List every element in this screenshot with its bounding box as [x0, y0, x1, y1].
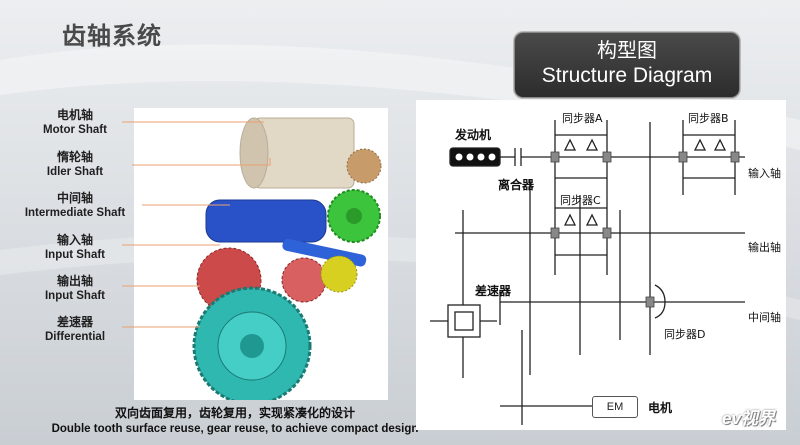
engine-label: 发动机 [455, 128, 492, 142]
gear-shaft-illustration [192, 117, 382, 406]
label-differential: 差速器 Differential [44, 315, 106, 343]
motor-label: 电机 [648, 401, 673, 415]
sync-a-label: 同步器A [562, 112, 603, 125]
structure-diagram-header: 构型图 Structure Diagram [514, 32, 740, 98]
label-input-shaft: 输入轴 Input Shaft [44, 233, 106, 261]
slide-title: 齿轴系统 [62, 22, 162, 50]
caption-chinese: 双向齿面复用，齿轮复用，实现紧凑化的设计 [114, 406, 355, 420]
header-chinese: 构型图 [597, 38, 657, 62]
label-motor-shaft: 电机轴 Motor Shaft [43, 108, 107, 136]
sync-b-label: 同步器B [688, 112, 729, 125]
em-box: EM [592, 396, 638, 418]
header-english: Structure Diagram [541, 64, 713, 87]
intermediate-shaft-label: 中间轴 [748, 311, 781, 324]
input-shaft-label: 输入轴 [748, 167, 781, 180]
gear-shaft-render [134, 108, 388, 406]
watermark-logo: ev视界 [722, 409, 775, 428]
differential-label: 差速器 [475, 284, 512, 298]
sync-d-label: 同步器D [664, 328, 706, 341]
output-shaft-label: 输出轴 [748, 241, 781, 254]
caption-english: Double tooth surface reuse, gear reuse, … [51, 423, 419, 435]
label-output-shaft: 输出轴 Input Shaft [44, 274, 106, 302]
sync-c-label: 同步器C [560, 194, 601, 207]
label-intermediate-shaft: 中间轴 Intermediate Shaft [24, 191, 126, 219]
clutch-label: 离合器 [498, 178, 535, 192]
label-idler-shaft: 惰轮轴 Idler Shaft [46, 150, 104, 178]
